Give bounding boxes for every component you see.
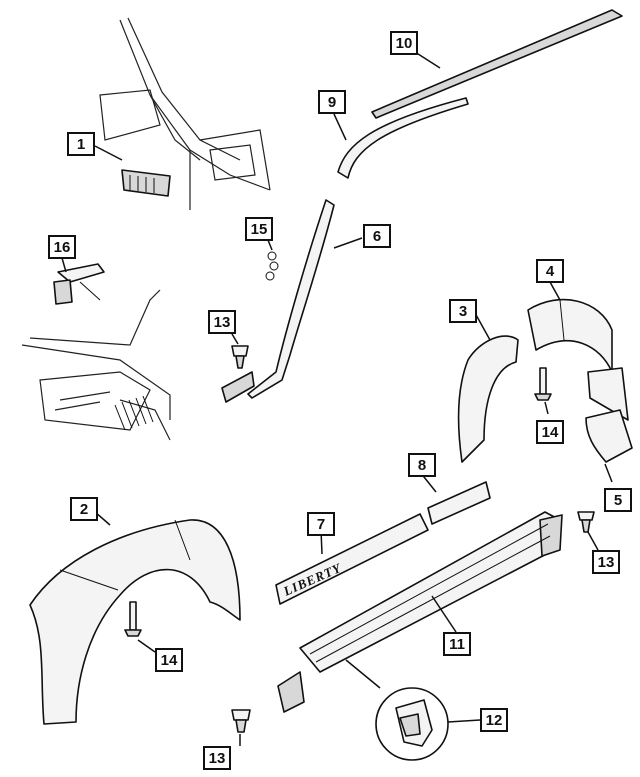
part-9-molding: [337, 97, 469, 179]
part-16-clip: [53, 263, 105, 305]
callout-11: 11: [443, 632, 471, 656]
callout-14-lower: 14: [155, 648, 183, 672]
part-4-flare: [527, 298, 613, 373]
part-13-clip-lower: [231, 709, 251, 733]
callout-3: 3: [449, 299, 477, 323]
part-11-rocker: [277, 511, 563, 713]
leader-lines: [61, 51, 613, 746]
callout-13-upper: 13: [208, 310, 236, 334]
part-3-extension: [457, 335, 519, 463]
part-5-flare-ends: [585, 367, 633, 463]
callout-16: 16: [48, 235, 76, 259]
part-13-clip-right: [577, 511, 595, 533]
part-15-clips: [265, 251, 279, 281]
callout-13-right: 13: [592, 550, 620, 574]
callout-8: 8: [408, 453, 436, 477]
part-14-pin-upper: [534, 367, 552, 401]
part-8-molding: [427, 481, 491, 525]
callout-12: 12: [480, 708, 508, 732]
callout-10: 10: [390, 31, 418, 55]
part-6-molding: [221, 199, 335, 403]
vehicle-body-upper-left: [99, 17, 271, 210]
callout-4: 4: [536, 259, 564, 283]
callout-1: 1: [67, 132, 95, 156]
callout-13-lower: 13: [203, 746, 231, 770]
part-10-molding: [371, 9, 623, 119]
callout-14-upper: 14: [536, 420, 564, 444]
callout-7: 7: [307, 512, 335, 536]
part-2-flare: [29, 519, 241, 725]
vehicle-body-lower-left: [21, 289, 171, 441]
callout-9: 9: [318, 90, 346, 114]
callout-6: 6: [363, 224, 391, 248]
part-12-detail: [375, 687, 449, 761]
callout-5: 5: [604, 488, 632, 512]
part-13-clip-upper: [231, 345, 249, 369]
callout-2: 2: [70, 497, 98, 521]
part-14-pin-lower: [124, 601, 142, 637]
callout-15: 15: [245, 217, 273, 241]
part-1-bracket: [121, 169, 171, 197]
